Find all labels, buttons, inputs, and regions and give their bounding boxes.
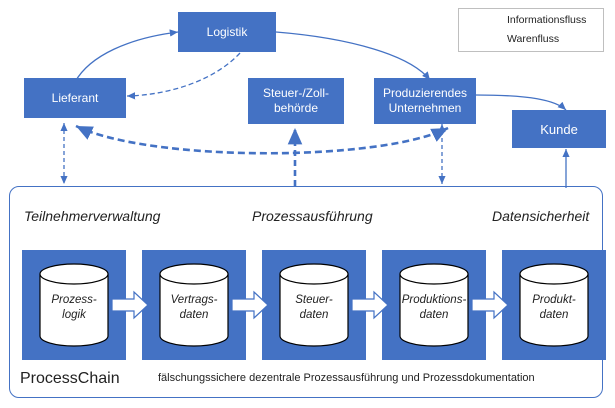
cylinder-icon — [399, 263, 469, 347]
node-logistik-label: Logistik — [206, 24, 248, 39]
store-vertragsdaten-label: Vertrags- daten — [170, 294, 218, 321]
node-behoerde-label: Steuer-/Zoll- behörde — [262, 86, 330, 115]
legend-info-label: Informationsfluss — [507, 14, 587, 26]
info-logistik-lieferant — [126, 52, 241, 100]
store-prozesslogik: Prozess- logik — [22, 250, 126, 360]
info-lieferant-unternehmen — [75, 124, 449, 155]
cylinder-icon — [159, 263, 229, 347]
store-prozesslogik-label: Prozess- logik — [51, 294, 97, 321]
cylinder-icon — [39, 263, 109, 347]
caption-teilnehmerverwaltung: Teilnehmerverwaltung — [24, 208, 161, 224]
node-lieferant: Lieferant — [24, 78, 126, 118]
store-vertragsdaten: Vertrags- daten — [142, 250, 246, 360]
node-kunde: Kunde — [512, 110, 606, 148]
store-produktionsdaten: Produktions- daten — [382, 250, 486, 360]
legend: Informationsfluss Warenfluss — [458, 8, 604, 52]
node-kunde-label: Kunde — [540, 121, 578, 137]
flow-lieferant-logistik — [74, 29, 179, 83]
node-logistik: Logistik — [178, 12, 276, 52]
flow-logistik-unternehmen — [275, 31, 431, 81]
cylinder-icon — [519, 263, 589, 347]
store-produktionsdaten-label: Produktions- daten — [401, 294, 467, 321]
platform-name: ProcessChain — [20, 370, 120, 387]
store-steuerdaten: Steuer- daten — [262, 250, 366, 360]
platform-tagline: fälschungssichere dezentrale Prozessausf… — [158, 372, 535, 384]
caption-prozessausfuehrung: Prozessausführung — [252, 208, 373, 224]
store-steuerdaten-label: Steuer- daten — [295, 294, 333, 321]
legend-ware-label: Warenfluss — [507, 33, 560, 45]
node-lieferant-label: Lieferant — [51, 90, 99, 105]
flow-unternehmen-kunde — [475, 94, 567, 111]
node-unternehmen-label: Produzierendes Unternehmen — [382, 86, 468, 115]
node-unternehmen: Produzierendes Unternehmen — [374, 78, 476, 124]
node-behoerde: Steuer-/Zoll- behörde — [248, 78, 344, 124]
cylinder-icon — [279, 263, 349, 347]
caption-datensicherheit: Datensicherheit — [492, 208, 590, 224]
store-produktdaten-label: Produkt- daten — [532, 294, 576, 321]
store-produktdaten: Produkt- daten — [502, 250, 606, 360]
